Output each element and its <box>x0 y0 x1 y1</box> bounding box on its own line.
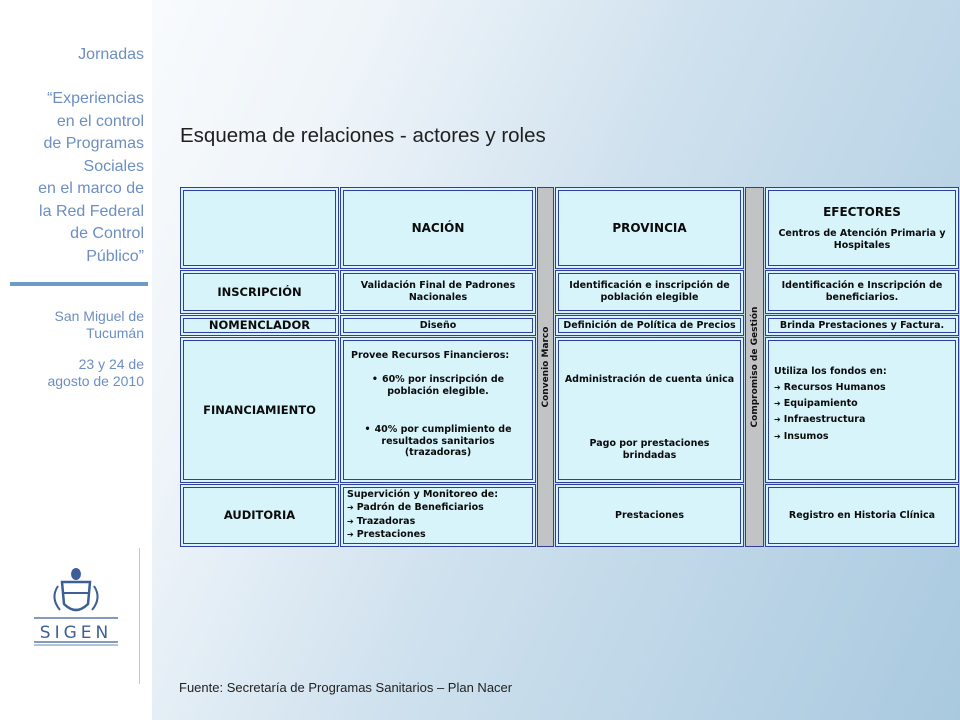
sigen-logo: SIGEN <box>34 568 118 646</box>
sidebar-event-title: “Experiencias en el control de Programas… <box>38 90 144 265</box>
page-title: Esquema de relaciones - actores y roles <box>180 124 546 147</box>
header-provincia: PROVINCIA <box>555 187 744 269</box>
inscripcion-provincia: Identificación e inscripción de població… <box>555 270 744 314</box>
convenio-marco-label: Convenio Marco <box>539 324 552 410</box>
convenio-marco-bar: Convenio Marco <box>537 187 554 547</box>
sidebar-city: San Miguel de Tucumán <box>54 308 144 341</box>
nomenclador-nacion: Diseño <box>340 315 536 336</box>
source-note: Fuente: Secretaría de Programas Sanitari… <box>179 680 513 695</box>
sidebar-date: 23 y 24 de agosto de 2010 <box>47 356 144 389</box>
header-efectores: EFECTORES Centros de Atención Primaria y… <box>765 187 959 269</box>
sidebar: Jornadas “Experiencias en el control de … <box>0 0 152 720</box>
inscripcion-nacion: Validación Final de Padrones Nacionales <box>340 270 536 314</box>
financiamiento-nacion: Provee Recursos Financieros: 60% por ins… <box>340 337 536 483</box>
efectores-title: EFECTORES <box>823 204 901 219</box>
sidebar-divider <box>10 282 148 286</box>
row-label-financiamiento: FINANCIAMIENTO <box>180 337 339 483</box>
auditoria-efectores: Registro en Historia Clínica <box>765 484 959 547</box>
efectores-fund-item: Infraestructura <box>774 412 866 428</box>
logo-text: SIGEN <box>40 623 112 643</box>
financiamiento-efectores: Utiliza los fondos en: Recursos Humanos … <box>765 337 959 483</box>
header-nacion: NACIÓN <box>340 187 536 269</box>
auditoria-nacion: Supervición y Monitoreo de: Padrón de Be… <box>340 484 536 547</box>
sidebar-jornadas: Jornadas <box>78 46 144 63</box>
efectores-fund-item: Insumos <box>774 429 829 445</box>
compromiso-gestion-bar: Compromiso de Gestión <box>745 187 764 547</box>
auditoria-nacion-item: Padrón de Beneficiarios <box>347 501 484 514</box>
nomenclador-provincia: Definición de Política de Precios <box>555 315 744 336</box>
auditoria-provincia: Prestaciones <box>555 484 744 547</box>
compromiso-gestion-label: Compromiso de Gestión <box>748 304 761 430</box>
financiamiento-nacion-item: 40% por cumplimiento de resultados sanit… <box>351 424 525 460</box>
financiamiento-efectores-title: Utiliza los fondos en: <box>774 366 887 377</box>
auditoria-nacion-item: Prestaciones <box>347 528 426 541</box>
nomenclador-efectores: Brinda Prestaciones y Factura. <box>765 315 959 336</box>
row-label-inscripcion: INSCRIPCIÓN <box>180 270 339 314</box>
sidebar-vertical-line <box>139 548 140 684</box>
row-label-nomenclador: NOMENCLADOR <box>180 315 339 336</box>
row-label-auditoria: AUDITORIA <box>180 484 339 547</box>
efectores-subtitle: Centros de Atención Primaria y Hospitale… <box>778 227 946 251</box>
efectores-fund-item: Recursos Humanos <box>774 380 886 396</box>
auditoria-nacion-item: Trazadoras <box>347 515 416 528</box>
auditoria-nacion-title: Supervición y Monitoreo de: <box>347 489 499 500</box>
financiamiento-nacion-item: 60% por inscripción de población elegibl… <box>351 374 525 398</box>
financiamiento-provincia: Administración de cuenta única Pago por … <box>555 337 744 483</box>
efectores-fund-item: Equipamiento <box>774 396 858 412</box>
corner-cell <box>180 187 339 269</box>
inscripcion-efectores: Identificación e Inscripción de benefici… <box>765 270 959 314</box>
financiamiento-provincia-item: Pago por prestaciones brindadas <box>589 437 710 461</box>
financiamiento-provincia-item: Administración de cuenta única <box>564 374 735 385</box>
financiamiento-nacion-title: Provee Recursos Financieros: <box>351 350 510 361</box>
